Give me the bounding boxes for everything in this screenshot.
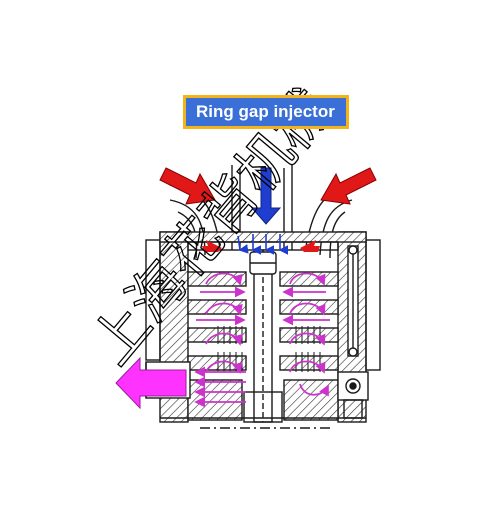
injection-arrow (250, 167, 282, 225)
gap-arrow-left (202, 240, 222, 252)
outlet-arrow (115, 356, 187, 410)
ring-gap-arrows (237, 234, 288, 255)
inlet-arrow-left (159, 167, 216, 205)
ring-gap-injector-label-text: Ring gap injector (196, 102, 335, 121)
stage-flow-arrows (194, 272, 330, 408)
inlet-arrow-right (320, 167, 377, 205)
gap-arrow-right (300, 240, 320, 252)
ring-gap-injector-label: Ring gap injector (183, 95, 349, 129)
